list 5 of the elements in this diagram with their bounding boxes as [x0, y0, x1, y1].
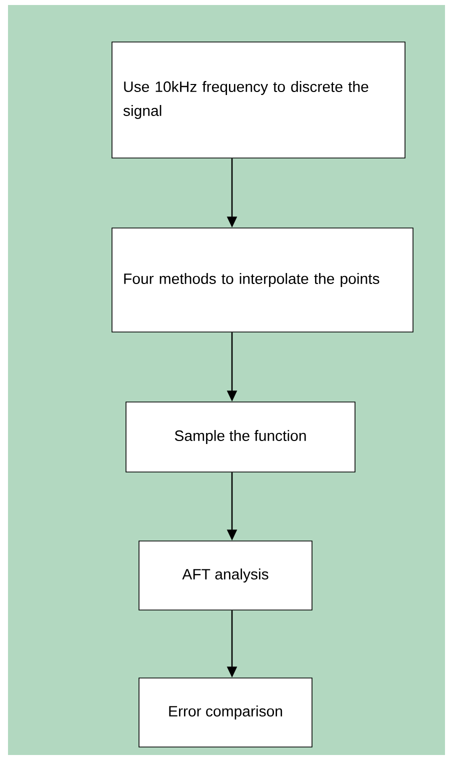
- process-box: Four methods to interpolate the points: [112, 228, 414, 332]
- process-box: AFT analysis: [138, 540, 312, 610]
- process-box: Sample the function: [126, 402, 356, 472]
- process-box: Error comparison: [138, 678, 312, 748]
- process-box: Use 10kHz frequency to discrete the signal: [112, 42, 406, 158]
